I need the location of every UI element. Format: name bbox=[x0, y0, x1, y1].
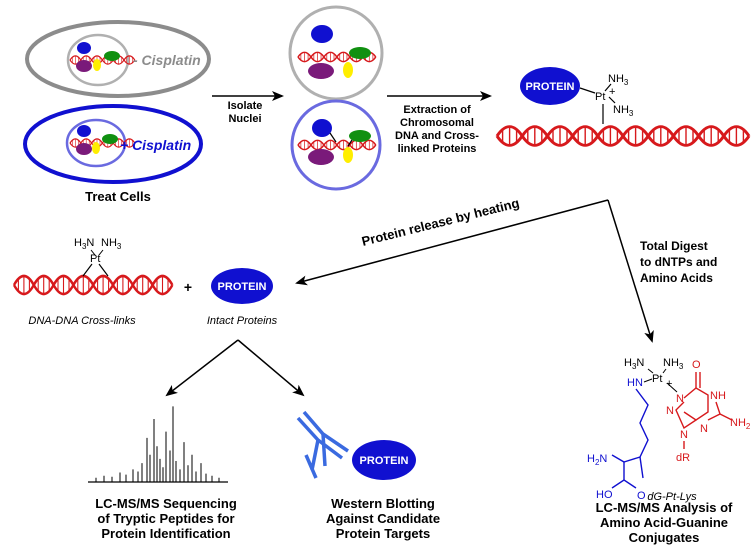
lcms-seq-line3: Protein Identification bbox=[101, 526, 230, 541]
nucleus-untreated bbox=[288, 5, 384, 101]
protein-blob-icon bbox=[343, 147, 353, 163]
protein-ellipse bbox=[211, 268, 273, 304]
n3-atom: N bbox=[700, 423, 708, 435]
digest-label-line1: Total Digest bbox=[640, 239, 708, 253]
protein-blob-icon bbox=[76, 143, 92, 155]
release-label: Protein release by heating bbox=[360, 195, 521, 249]
protein-blob-icon bbox=[104, 51, 120, 61]
treat-cells-caption: Treat Cells bbox=[85, 189, 151, 204]
antibody-icon bbox=[296, 410, 349, 479]
hn-atom: HN bbox=[627, 377, 643, 389]
intact-proteins-caption: Intact Proteins bbox=[207, 315, 278, 327]
protein-blob-icon bbox=[349, 47, 371, 59]
protein-blob-icon bbox=[349, 130, 371, 142]
charge-plus: + bbox=[609, 86, 615, 98]
pt-atom: Pt bbox=[652, 373, 662, 385]
conjugate-name: dG-Pt-Lys bbox=[647, 491, 697, 503]
extraction-label-line1: Extraction of bbox=[403, 104, 471, 116]
pt-atom: Pt bbox=[90, 253, 100, 265]
dna-double-helix bbox=[12, 274, 174, 296]
n9-atom: N bbox=[680, 429, 688, 441]
protein-blob-icon bbox=[343, 62, 353, 78]
treated-cell: + Cisplatin bbox=[23, 104, 203, 184]
lcms-anal-line1: LC-MS/MS Analysis of bbox=[596, 500, 733, 515]
h3n-ligand: H3N bbox=[74, 237, 94, 251]
n7-atom: N bbox=[676, 393, 684, 405]
h3n-ligand: H3N bbox=[624, 357, 644, 371]
plus-cisplatin-label: + Cisplatin bbox=[120, 137, 191, 153]
nh3-ligand: NH3 bbox=[101, 237, 122, 251]
nh3-ligand: NH3 bbox=[613, 104, 634, 118]
extraction-label-line2: Chromosomal bbox=[400, 117, 474, 129]
digest-label-line3: Amino Acids bbox=[640, 271, 713, 285]
protein-blob-icon bbox=[308, 63, 334, 79]
protein-blob-icon bbox=[77, 42, 91, 54]
nh3-ligand: NH3 bbox=[663, 357, 684, 371]
release-arrow bbox=[295, 199, 609, 286]
protein-label: PROTEIN bbox=[360, 455, 409, 467]
carbonyl-o-atom: O bbox=[692, 359, 701, 371]
digest-arrow bbox=[607, 199, 654, 343]
dna-crosslinks-caption: DNA-DNA Cross-links bbox=[28, 315, 136, 327]
protein-blob-icon bbox=[312, 119, 332, 137]
nh2-atom: NH2 bbox=[730, 417, 751, 431]
nh3-ligand: NH3 bbox=[608, 73, 629, 87]
ho-atom: HO bbox=[596, 489, 613, 501]
dna-dna-crosslink: H3N NH3 Pt bbox=[12, 237, 174, 296]
extraction-label-line4: linked Proteins bbox=[398, 143, 477, 155]
nucleus-treated bbox=[290, 99, 382, 191]
protein-blob-icon bbox=[308, 149, 334, 165]
protein-blob-icon bbox=[93, 59, 101, 71]
protein-label: PROTEIN bbox=[218, 281, 267, 293]
lcms-seq-arrow bbox=[165, 339, 239, 397]
protein-blob-icon bbox=[311, 25, 333, 43]
nh-atom: NH bbox=[710, 390, 726, 402]
protein-blob-icon bbox=[92, 142, 100, 154]
extraction-label-line3: DNA and Cross- bbox=[395, 130, 479, 142]
plus-sign: + bbox=[184, 279, 192, 295]
protein-label: PROTEIN bbox=[526, 81, 575, 93]
western-line3: Protein Targets bbox=[336, 526, 430, 541]
lcms-seq-line2: of Tryptic Peptides for bbox=[97, 511, 234, 526]
dr-sugar-label: dR bbox=[676, 452, 690, 464]
charge-plus: + bbox=[666, 378, 672, 390]
protein-ellipse bbox=[352, 440, 416, 480]
h2n-atom: H2N bbox=[587, 453, 607, 467]
minus-cisplatin-label: - Cisplatin bbox=[133, 52, 201, 68]
untreated-cell: - Cisplatin bbox=[25, 20, 211, 98]
isolate-label-line2: Nuclei bbox=[228, 113, 261, 125]
western-line2: Against Candidate bbox=[326, 511, 440, 526]
western-line1: Western Blotting bbox=[331, 496, 435, 511]
protein-blob-icon bbox=[77, 125, 91, 137]
protein-blob-icon bbox=[102, 134, 118, 144]
digest-label-line2: to dNTPs and bbox=[640, 255, 717, 269]
lcms-anal-line3: Conjugates bbox=[629, 530, 700, 545]
dg-pt-lys-structure: H3N NH3 Pt + HN H2N HO O N O NH NH2 N N … bbox=[587, 357, 751, 502]
carbonyl-o-atom: O bbox=[637, 490, 646, 502]
mass-spectrum-icon bbox=[88, 406, 228, 483]
western-arrow bbox=[237, 339, 305, 397]
protein-blob-icon bbox=[76, 60, 92, 72]
protein-ellipse bbox=[520, 67, 580, 105]
n-atom: N bbox=[666, 405, 674, 417]
pt-atom: Pt bbox=[595, 91, 605, 103]
lcms-anal-line2: Amino Acid-Guanine bbox=[600, 515, 728, 530]
protein-dna-crosslink: PROTEIN Pt + NH3 NH3 bbox=[495, 67, 751, 148]
isolate-label-line1: Isolate bbox=[228, 100, 263, 112]
lcms-seq-line1: LC-MS/MS Sequencing bbox=[95, 496, 237, 511]
dna-double-helix bbox=[495, 124, 751, 148]
